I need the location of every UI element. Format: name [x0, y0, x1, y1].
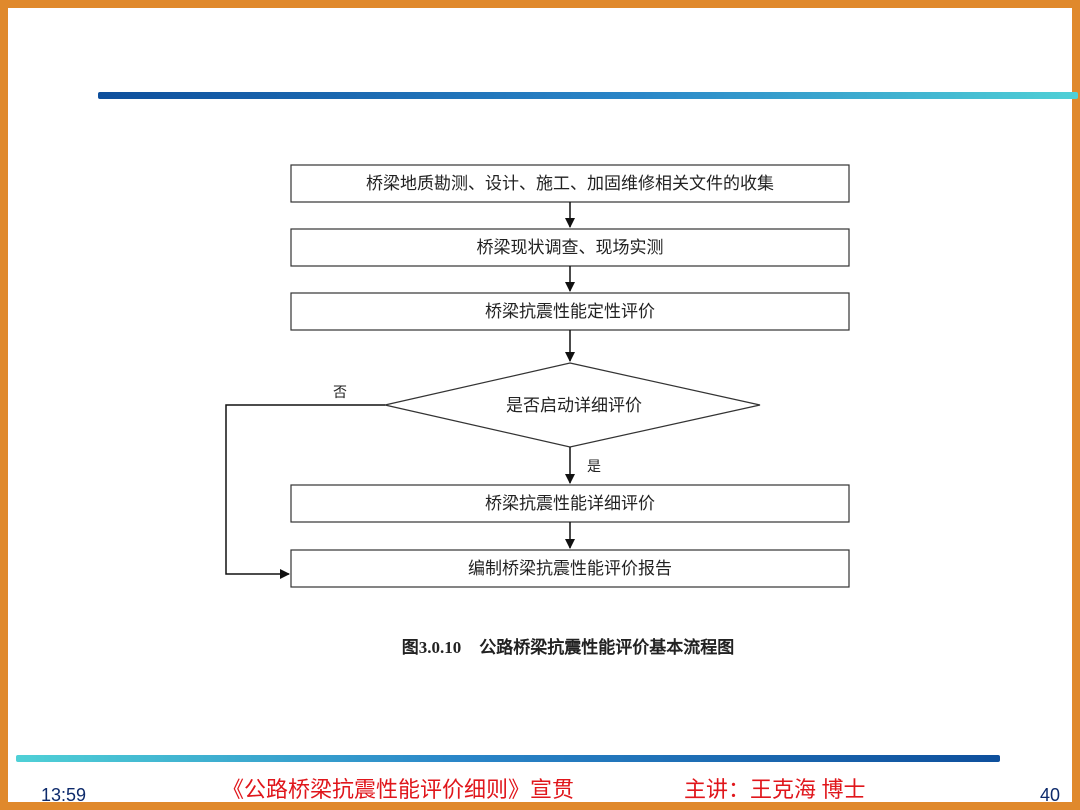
figure-title: 公路桥梁抗震性能评价基本流程图 — [479, 638, 735, 657]
flow-step-site-survey: 桥梁现状调查、现场实测 — [290, 228, 850, 267]
figure-number: 图3.0.10 — [401, 638, 462, 657]
page-number: 40 — [1040, 785, 1061, 805]
flow-decision-detailed-evaluation: 是否启动详细评价 — [384, 362, 761, 448]
no-branch-label: 否 — [333, 386, 347, 401]
footer-time: 13:59 — [41, 785, 87, 805]
flowchart: 桥梁地质勘测、设计、施工、加固维修相关文件的收集 桥梁现状调查、现场实测 桥梁抗… — [225, 164, 850, 588]
flow-step-detailed-evaluation-label: 桥梁抗震性能详细评价 — [485, 494, 655, 513]
flow-step-compile-report-label: 编制桥梁抗震性能评价报告 — [468, 559, 672, 578]
footer-course-title: 《公路桥梁抗震性能评价细则》宣贯 — [222, 777, 575, 802]
footer-speaker: 主讲：王克海 博士 — [684, 777, 866, 802]
flow-step-qualitative-evaluation-label: 桥梁抗震性能定性评价 — [485, 302, 655, 321]
yes-branch-label: 是 — [587, 460, 601, 475]
footer-accent-bar — [16, 755, 1000, 762]
flow-step-site-survey-label: 桥梁现状调查、现场实测 — [477, 238, 664, 257]
flow-step-collect-documents: 桥梁地质勘测、设计、施工、加固维修相关文件的收集 — [290, 164, 850, 203]
flow-step-detailed-evaluation: 桥梁抗震性能详细评价 — [290, 484, 850, 523]
header-accent-bar — [98, 92, 1078, 99]
arrow-no-branch-to-report — [225, 404, 385, 579]
flow-step-collect-documents-label: 桥梁地质勘测、设计、施工、加固维修相关文件的收集 — [366, 174, 774, 193]
flow-step-compile-report: 编制桥梁抗震性能评价报告 — [290, 549, 850, 588]
flow-step-qualitative-evaluation: 桥梁抗震性能定性评价 — [290, 292, 850, 331]
figure-caption: 图3.0.10 公路桥梁抗震性能评价基本流程图 — [288, 633, 848, 658]
flow-decision-label: 是否启动详细评价 — [506, 396, 642, 415]
